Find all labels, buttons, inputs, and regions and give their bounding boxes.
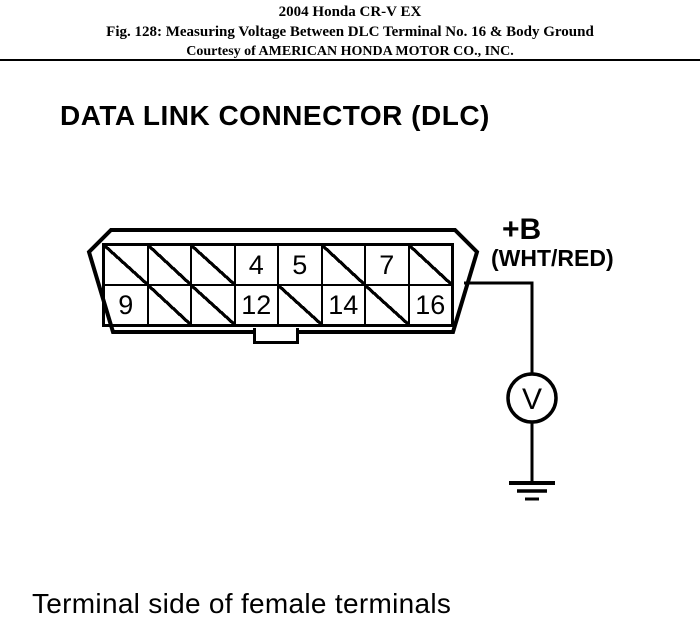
diagram-footnote: Terminal side of female terminals <box>32 588 452 619</box>
connector-row: 9 12 14 16 <box>104 285 452 325</box>
connector-pin-4: 4 <box>234 245 278 285</box>
connector-cell-unused <box>365 285 409 325</box>
pin-label: 16 <box>415 289 446 320</box>
connector-cell-unused <box>147 285 191 325</box>
connector-cell-unused <box>278 285 322 325</box>
voltmeter-icon <box>506 372 558 424</box>
connector-cell-unused <box>321 245 365 285</box>
pin-label: 9 <box>118 289 134 320</box>
connector-cell-unused <box>408 245 452 285</box>
connector-cell-unused <box>147 245 191 285</box>
pin-label: 12 <box>241 289 272 320</box>
connector-outline <box>86 228 480 334</box>
pin-label: 7 <box>379 249 395 280</box>
connector-cell-unused <box>191 245 235 285</box>
vehicle-title: 2004 Honda CR-V EX <box>278 4 422 20</box>
connector-shell <box>86 228 480 334</box>
connector-pin-12: 12 <box>234 285 278 325</box>
voltmeter-symbol: V <box>522 383 542 416</box>
header-divider <box>0 59 700 61</box>
connector-pin-9: 9 <box>104 285 148 325</box>
wire-label: +B (WHT/RED) <box>491 214 614 270</box>
pin-label: 14 <box>328 289 359 320</box>
pin-label: 5 <box>292 249 308 280</box>
courtesy-line: Courtesy of AMERICAN HONDA MOTOR CO., IN… <box>186 44 514 59</box>
diagram-title: DATA LINK CONNECTOR (DLC) <box>60 100 490 131</box>
wire-label-power: +B <box>502 213 542 246</box>
connector-key-tab <box>253 328 299 344</box>
connector-cell-unused <box>104 245 148 285</box>
connector-cell-unused <box>191 285 235 325</box>
connector-pin-7: 7 <box>365 245 409 285</box>
connector-pin-16: 16 <box>408 285 452 325</box>
connector-pin-14: 14 <box>321 285 365 325</box>
figure-caption: Fig. 128: Measuring Voltage Between DLC … <box>106 24 594 40</box>
wire-label-color: (WHT/RED) <box>491 244 614 271</box>
pin-label: 4 <box>248 249 264 280</box>
document-header: 2004 Honda CR-V EX Fig. 128: Measuring V… <box>0 4 700 60</box>
ground-icon <box>509 481 555 501</box>
connector-pin-5: 5 <box>278 245 322 285</box>
